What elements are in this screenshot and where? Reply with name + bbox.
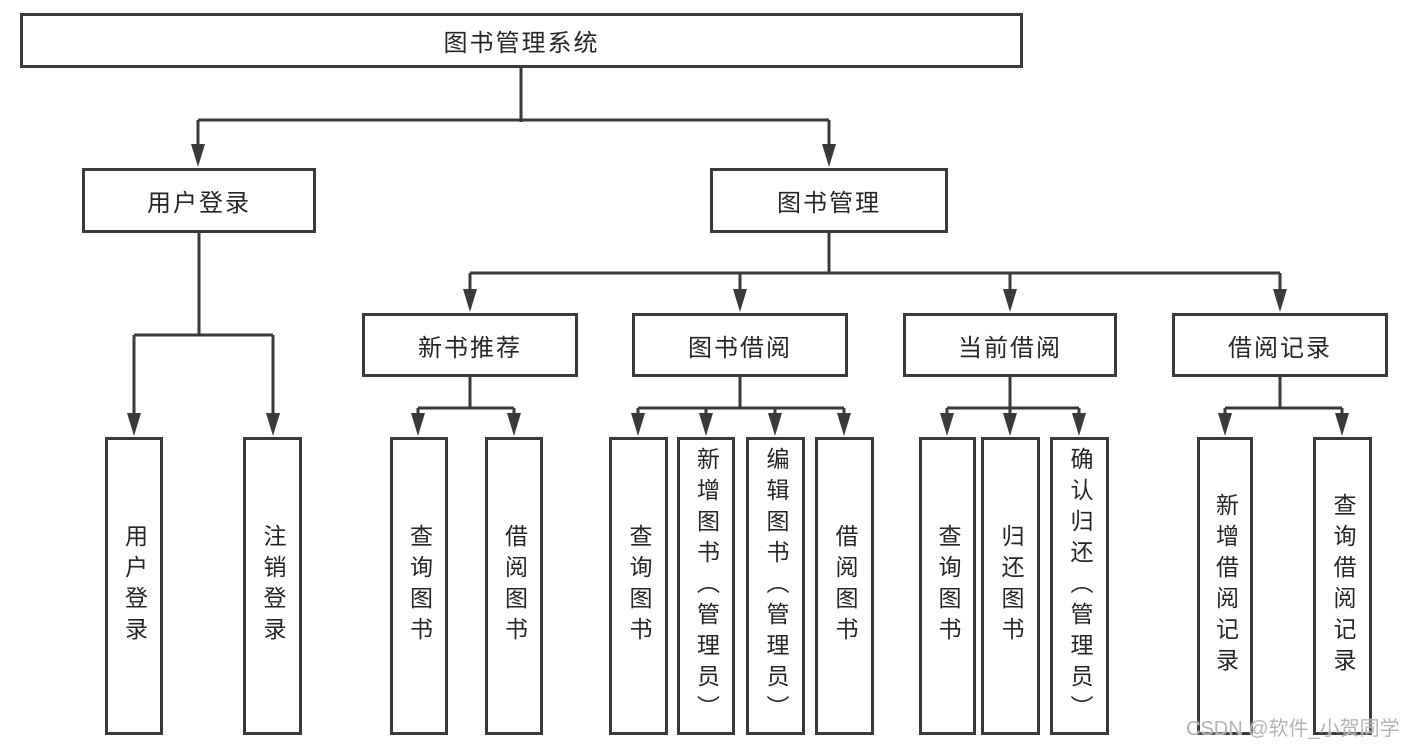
node-logout: 注销登录 xyxy=(243,437,302,735)
node-nb-borrow-books: 借阅图书 xyxy=(485,437,543,735)
node-borrow-records: 借阅记录 xyxy=(1172,313,1388,377)
node-bb-query-books: 查询图书 xyxy=(609,437,668,735)
arrowheads xyxy=(127,144,1349,436)
node-bb-borrow-books: 借阅图书 xyxy=(815,437,874,735)
node-br-add-record: 新增借阅记录 xyxy=(1197,437,1253,735)
node-book-borrowing: 图书借阅 xyxy=(632,313,848,377)
node-user-login: 用户登录 xyxy=(82,168,316,233)
node-nb-query-books: 查询图书 xyxy=(390,437,448,735)
node-user-login-leaf: 用户登录 xyxy=(105,437,163,735)
node-current-borrowing: 当前借阅 xyxy=(903,313,1117,377)
node-bb-edit-books-admin: 编辑图书（管理员） xyxy=(746,437,805,735)
node-cb-confirm-return-admin: 确认归还（管理员） xyxy=(1050,437,1109,735)
node-library-management-system: 图书管理系统 xyxy=(20,13,1023,68)
node-new-book-recommendation: 新书推荐 xyxy=(362,313,578,377)
node-cb-return-books: 归还图书 xyxy=(981,437,1040,735)
node-br-query-record: 查询借阅记录 xyxy=(1313,437,1372,735)
node-cb-query-books: 查询图书 xyxy=(919,437,976,735)
node-bb-add-books-admin: 新增图书（管理员） xyxy=(677,437,735,735)
node-book-management: 图书管理 xyxy=(710,168,948,233)
